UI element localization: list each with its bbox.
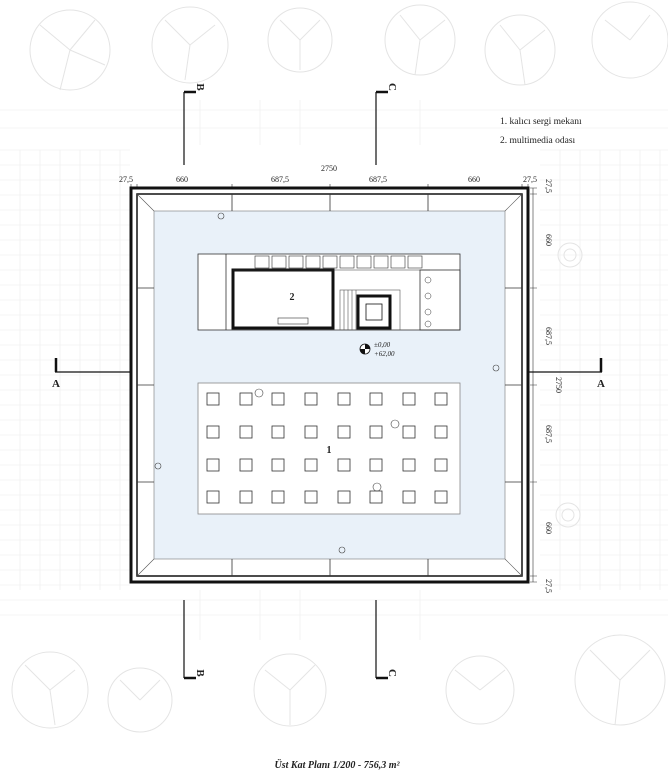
section-c-bottom: C <box>386 669 398 677</box>
legend-item-2: 2. multimedia odası <box>500 136 576 146</box>
stair <box>339 289 401 331</box>
dim-top-3: 687,5 <box>271 175 289 184</box>
dim-top-2: 660 <box>176 175 188 184</box>
dim-top-5: 660 <box>468 175 480 184</box>
service-core <box>197 253 461 331</box>
elevation-ground: ±0,00 <box>374 341 391 349</box>
display-grid <box>206 392 448 504</box>
dim-right-2: 660 <box>544 234 553 246</box>
section-b-bottom: B <box>194 669 206 677</box>
people-symbols <box>154 212 500 554</box>
site-background <box>0 1 668 733</box>
dim-top-total: 2750 <box>321 164 337 173</box>
room-number-2: 2 <box>290 292 295 303</box>
dim-right-6: 27,5 <box>544 579 553 593</box>
dim-right-total: 2750 <box>554 377 563 393</box>
section-b-top: B <box>194 83 206 91</box>
exhibition-hall <box>154 212 500 554</box>
dim-right-4: 687,5 <box>544 425 553 443</box>
elevation-marker <box>359 343 371 355</box>
room-number-1: 1 <box>327 445 332 456</box>
legend-item-1: 1. kalıcı sergi mekanı <box>500 117 582 127</box>
section-a-left: A <box>52 378 60 390</box>
dim-top-1: 27,5 <box>119 175 133 184</box>
tree-symbols <box>11 1 668 733</box>
elevator <box>356 294 392 330</box>
elevation-sea: +62,00 <box>374 350 395 358</box>
dim-top-6: 27,5 <box>523 175 537 184</box>
section-a-right: A <box>597 378 605 390</box>
multimedia-room <box>231 268 335 330</box>
dim-right-1: 27,5 <box>544 179 553 193</box>
dim-right-5: 660 <box>544 522 553 534</box>
section-lines <box>54 90 603 680</box>
dim-top-4: 687,5 <box>369 175 387 184</box>
paving-hatch <box>0 100 668 640</box>
dim-right-3: 687,5 <box>544 327 553 345</box>
section-c-top: C <box>386 83 398 91</box>
dimension-right <box>530 187 537 583</box>
plan-caption: Üst Kat Planı 1/200 - 756,3 m² <box>275 758 401 771</box>
